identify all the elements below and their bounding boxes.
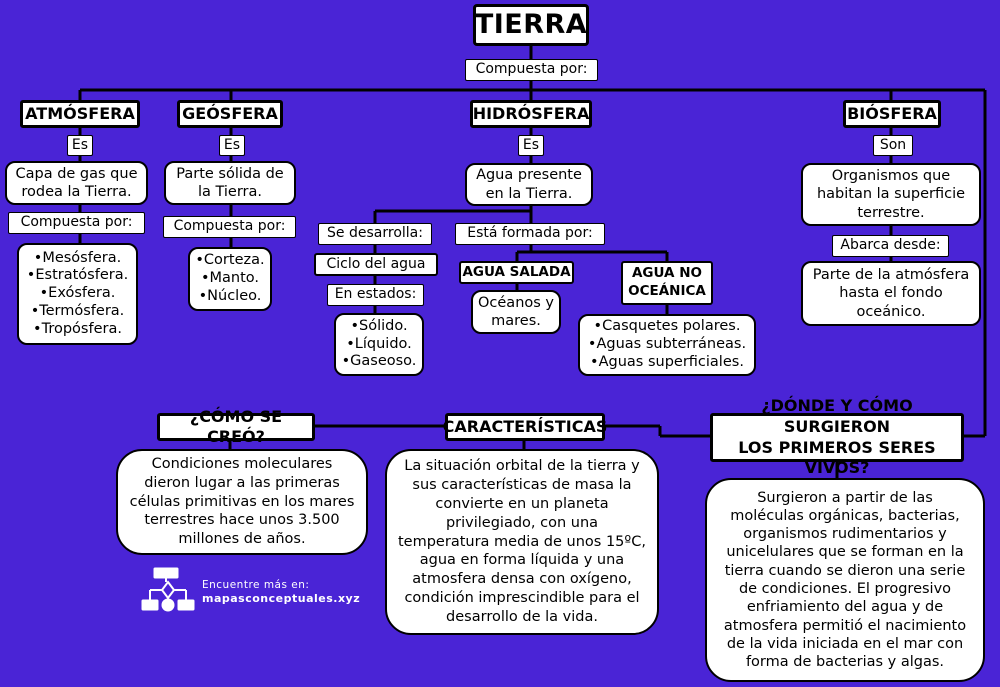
header-biosfera: BIÓSFERA (843, 100, 941, 128)
label-se-desarrolla: Se desarrolla: (318, 223, 432, 245)
label-geosfera-es: Es (219, 135, 245, 156)
label-esta-formada: Está formada por: (455, 223, 605, 245)
label-biosfera-son: Son (873, 135, 913, 156)
agua-no-oceanica-list: •Casquetes polares. •Aguas subterráneas.… (578, 314, 756, 376)
title-tierra: TIERRA (473, 4, 589, 46)
label-abarca-desde: Abarca desde: (832, 235, 949, 257)
label-geosfera-compuesta: Compuesta por: (163, 216, 296, 238)
geosfera-definition: Parte sólida de la Tierra. (164, 161, 296, 205)
header-como-se-creo: ¿CÓMO SE CREÓ? (157, 407, 315, 446)
header-donde-como-surgieron: ¿DÓNDE Y CÓMO SURGIERON LOS PRIMEROS SER… (710, 396, 964, 477)
header-caracteristicas: CARACTERÍSTICAS (443, 413, 607, 441)
agua-salada-header: AGUA SALADA (459, 261, 574, 284)
flowchart-logo-icon (141, 567, 195, 612)
biosfera-definition: Organismos que habitan la superficie ter… (801, 163, 981, 226)
logo-line-1: Encuentre más en: (202, 579, 310, 591)
atmosfera-definition: Capa de gas que rodea la Tierra. (5, 161, 148, 205)
header-atmosfera: ATMÓSFERA (20, 100, 140, 128)
estados-list: •Sólido. •Líquido. •Gaseoso. (334, 313, 424, 376)
donde-como-text: Surgieron a partir de las moléculas orgá… (705, 478, 985, 682)
logo-link[interactable]: mapasconceptuales.xyz (202, 592, 361, 606)
header-geosfera: GEÓSFERA (177, 100, 283, 128)
agua-salada-list: Océanos y mares. (471, 290, 561, 334)
biosfera-range: Parte de la atmósfera hasta el fondo oce… (801, 261, 981, 326)
label-atmosfera-compuesta: Compuesta por: (8, 212, 145, 234)
label-atmosfera-es: Es (67, 135, 93, 156)
geosfera-layers-list: •Corteza. •Manto. •Núcleo. (188, 247, 272, 311)
caracteristicas-text: La situación orbital de la tierra y sus … (385, 449, 659, 635)
hidrosfera-definition: Agua presente en la Tierra. (465, 163, 593, 206)
logo-text: Encuentre más en: mapasconceptuales.xyz (202, 578, 360, 607)
atmosfera-layers-list: •Mesósfera. •Estratósfera. •Exósfera. •T… (17, 243, 138, 345)
agua-no-oceanica-header: AGUA NO OCEÁNICA (621, 261, 713, 305)
label-hidrosfera-es: Es (518, 135, 544, 156)
label-en-estados: En estados: (327, 284, 424, 306)
label-compuesta-por: Compuesta por: (465, 59, 598, 81)
como-se-creo-text: Condiciones moleculares dieron lugar a l… (116, 449, 368, 555)
header-hidrosfera: HIDRÓSFERA (470, 100, 592, 128)
ciclo-del-agua: Ciclo del agua (314, 253, 438, 276)
